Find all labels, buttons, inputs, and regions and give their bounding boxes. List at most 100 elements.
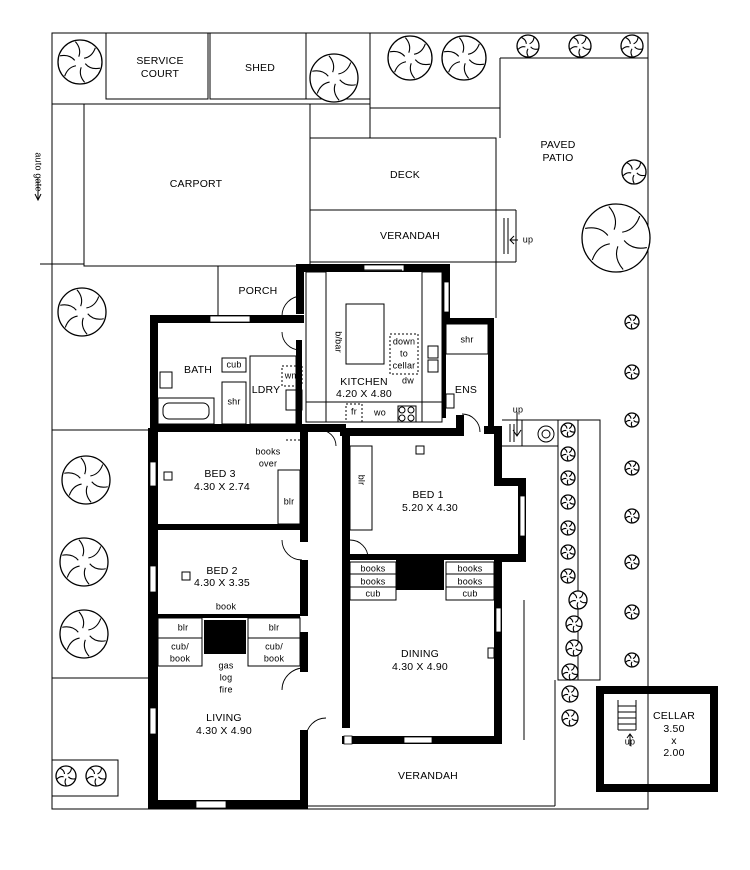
label-bed3: BED 3	[204, 468, 235, 480]
tree-icon	[624, 460, 640, 476]
tree-icon	[624, 314, 640, 330]
label-bed3-dims: 4.30 x 2.74	[194, 481, 250, 493]
tree-icon	[387, 35, 433, 81]
verandah-bottom-area	[306, 600, 556, 807]
tree-icon	[624, 364, 640, 380]
label-cub-book-right-1: cub/	[265, 641, 283, 651]
label-blr-bed1: blr	[357, 475, 367, 486]
trees	[55, 34, 651, 787]
tree-icon	[59, 609, 109, 659]
label-porch: PORCH	[239, 285, 278, 297]
tree-icon	[59, 537, 109, 587]
label-shed: SHED	[245, 62, 275, 74]
label-living: LIVING	[206, 712, 242, 724]
label-bath: BATH	[184, 364, 212, 376]
label-bed2: BED 2	[206, 565, 237, 577]
label-ens: ENS	[455, 384, 477, 396]
tree-icon	[620, 34, 644, 58]
label-bbar: b/bar	[334, 331, 344, 353]
label-gas: gas	[218, 660, 233, 670]
label-dining: DINING	[401, 648, 439, 660]
tree-icon	[560, 494, 576, 510]
label-cellar: CELLAR	[653, 710, 695, 722]
label-books-over-2: over	[259, 458, 277, 468]
label-verandah-bottom: VERANDAH	[398, 770, 458, 782]
label-up-side: up	[513, 404, 523, 414]
fixtures	[34, 178, 637, 746]
deck-area	[309, 33, 648, 211]
tree-icon	[561, 685, 579, 703]
tree-icon	[624, 508, 640, 524]
tree-icon	[624, 604, 640, 620]
label-dw: dw	[402, 375, 414, 385]
label-living-dims: 4.30 x 4.90	[196, 725, 252, 737]
label-blr-bed3: blr	[284, 496, 295, 506]
label-bed2-dims: 4.30 x 3.35	[194, 577, 250, 589]
tree-icon	[516, 34, 540, 58]
label-to: to	[400, 348, 408, 358]
tree-icon	[624, 652, 640, 668]
tree-icon	[561, 709, 579, 727]
label-books-4: books	[457, 576, 482, 586]
label-service: SERVICE	[136, 55, 183, 67]
doors	[281, 269, 481, 739]
label-books-1: books	[360, 563, 385, 573]
label-cub-book-left-2: book	[170, 653, 191, 663]
tree-icon	[309, 53, 359, 103]
tree-icon	[57, 39, 103, 85]
tree-icon	[560, 568, 576, 584]
label-cellar-stair: cellar	[393, 360, 416, 370]
label-cellar-dim1: 3.50	[663, 723, 684, 735]
label-books-2: books	[360, 576, 385, 586]
label-fr: fr	[351, 406, 357, 416]
label-cub-book-left-1: cub/	[171, 641, 189, 651]
label-blr-left: blr	[178, 622, 189, 632]
label-wm: wm	[284, 370, 299, 380]
label-down: down	[393, 336, 415, 346]
label-kitchen: KITCHEN	[340, 376, 388, 388]
label-paved: PAVED	[540, 139, 575, 151]
porch-area	[217, 265, 298, 316]
label-bed1-dims: 5.20 x 4.30	[402, 502, 458, 514]
label-cub-2: cub	[462, 588, 477, 598]
tree-icon	[621, 159, 647, 185]
label-dining-dims: 4.30 x 4.90	[392, 661, 448, 673]
label-cub-book-right-2: book	[264, 653, 285, 663]
label-deck: DECK	[390, 169, 420, 181]
tree-icon	[568, 590, 588, 610]
tree-icon	[560, 520, 576, 536]
tree-icon	[441, 35, 487, 81]
label-books-3: books	[457, 563, 482, 573]
label-blr-right: blr	[269, 622, 280, 632]
tree-icon	[565, 615, 583, 633]
tree-icon	[568, 34, 592, 58]
tree-icon	[61, 455, 111, 505]
label-cellar-x: x	[671, 735, 677, 747]
label-laundry: LDRY	[252, 384, 281, 396]
label-books-over-1: books	[255, 446, 280, 456]
label-verandah-top: VERANDAH	[380, 230, 440, 242]
garden-bed-lower-left	[51, 759, 119, 797]
label-wo: wo	[373, 407, 386, 417]
label-bed1: BED 1	[412, 489, 443, 501]
tree-icon	[560, 544, 576, 560]
tree-icon	[560, 422, 576, 438]
label-shr-ens: shr	[460, 334, 473, 344]
label-shr-bath: shr	[227, 396, 240, 406]
tree-icon	[55, 765, 77, 787]
label-cub-1: cub	[365, 588, 380, 598]
labels: SERVICE COURT SHED CARPORT DECK VERANDAH…	[34, 55, 695, 782]
tree-icon	[561, 663, 579, 681]
garden-strip-right	[502, 419, 601, 681]
label-patio: PATIO	[543, 152, 574, 164]
tree-icon	[565, 639, 583, 657]
tree-icon	[560, 446, 576, 462]
label-cellar-dim2: 2.00	[663, 747, 684, 759]
tree-icon	[624, 412, 640, 428]
label-carport: CARPORT	[170, 178, 223, 190]
label-up-cellar: up	[625, 736, 635, 746]
house-walls	[148, 264, 718, 809]
tree-icon	[85, 765, 107, 787]
verandah-top-area	[309, 209, 517, 318]
